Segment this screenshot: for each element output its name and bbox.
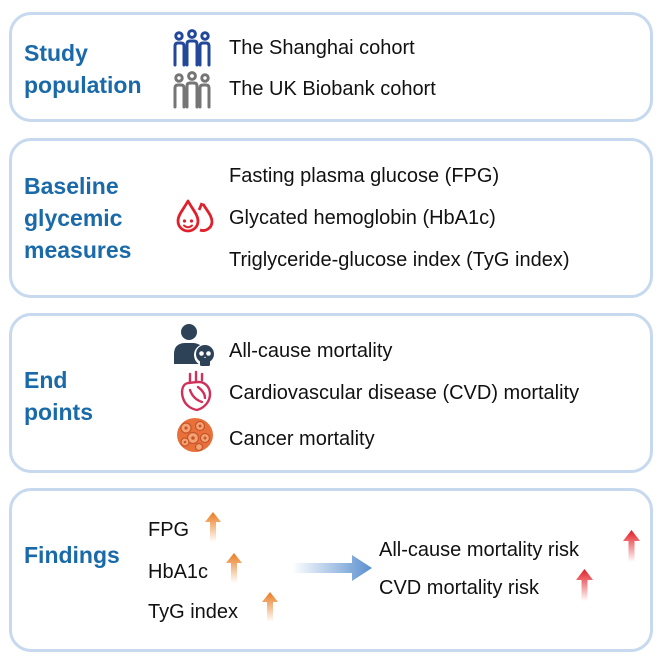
up-arrow-orange-icon	[262, 592, 278, 622]
up-arrow-red-icon	[623, 530, 640, 562]
study-population-panel: Study population The Shanghai cohort The…	[9, 12, 653, 122]
cancer-cell-icon	[177, 418, 213, 452]
endpoint-item-cancer: Cancer mortality	[229, 428, 375, 450]
finding-measure-tyg: TyG index	[148, 601, 239, 623]
heart-organ-icon	[180, 370, 212, 412]
finding-outcome-cvd: CVD mortality risk	[379, 577, 540, 599]
end-points-heading: End points	[24, 367, 93, 425]
baseline-measures-panel: Baseline glycemic measures Fasting plasm…	[9, 138, 653, 298]
endpoint-item-cvd: Cardiovascular disease (CVD) mortality	[229, 382, 580, 404]
group-people-icon-gray	[173, 71, 211, 109]
up-arrow-orange-icon	[226, 553, 242, 583]
baseline-measures-heading: Baseline glycemic measures	[24, 173, 132, 263]
finding-measure-fpg: FPG	[148, 519, 190, 541]
study-item-shanghai: The Shanghai cohort	[229, 37, 415, 59]
study-item-ukbiobank: The UK Biobank cohort	[229, 78, 436, 100]
baseline-item-fpg: Fasting plasma glucose (FPG)	[229, 165, 500, 187]
right-arrow-icon	[292, 555, 372, 581]
up-arrow-red-icon	[576, 569, 593, 601]
findings-panel: Findings FPG HbA1c TyG index All-cause m…	[9, 488, 653, 652]
up-arrow-orange-icon	[205, 512, 221, 542]
finding-outcome-all-cause: All-cause mortality risk	[379, 539, 580, 561]
study-population-heading: Study population	[24, 40, 142, 98]
findings-heading: Findings	[24, 542, 120, 568]
end-points-panel: End points All-cause mortality Cardiovas…	[9, 313, 653, 473]
blood-drop-icon	[176, 199, 214, 233]
baseline-item-tyg: Triglyceride-glucose index (TyG index)	[229, 249, 570, 271]
baseline-item-hba1c: Glycated hemoglobin (HbA1c)	[229, 207, 496, 229]
person-skull-icon	[174, 324, 216, 366]
endpoint-item-all-cause: All-cause mortality	[229, 340, 393, 362]
group-people-icon	[173, 29, 211, 67]
finding-measure-hba1c: HbA1c	[148, 561, 209, 583]
